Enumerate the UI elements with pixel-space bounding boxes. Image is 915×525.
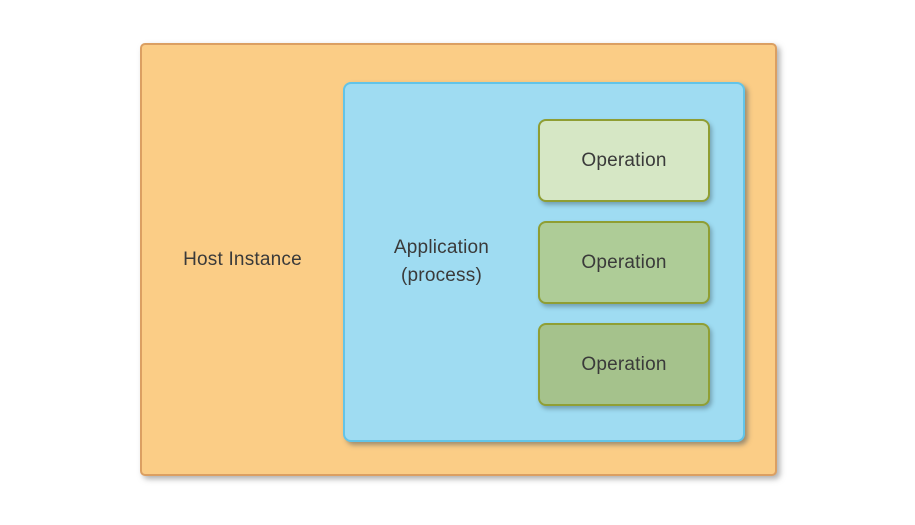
application-label: Application (process) [345, 84, 538, 440]
operation-label-2: Operation [581, 251, 667, 273]
host-instance-label: Host Instance [183, 248, 302, 270]
application-label-line1: Application [393, 237, 490, 258]
host-instance-box: Host Instance Application (process) Oper… [140, 43, 777, 476]
operation-box-3: Operation [538, 323, 710, 406]
operations-column: Operation Operation Operation [538, 119, 710, 406]
operation-box-2: Operation [538, 221, 710, 304]
operation-label-1: Operation [581, 149, 667, 171]
operation-label-3: Operation [581, 353, 667, 375]
application-process-box: Application (process) Operation Operatio… [343, 82, 745, 442]
application-label-line2: (process) [401, 265, 482, 286]
operation-box-1: Operation [538, 119, 710, 202]
